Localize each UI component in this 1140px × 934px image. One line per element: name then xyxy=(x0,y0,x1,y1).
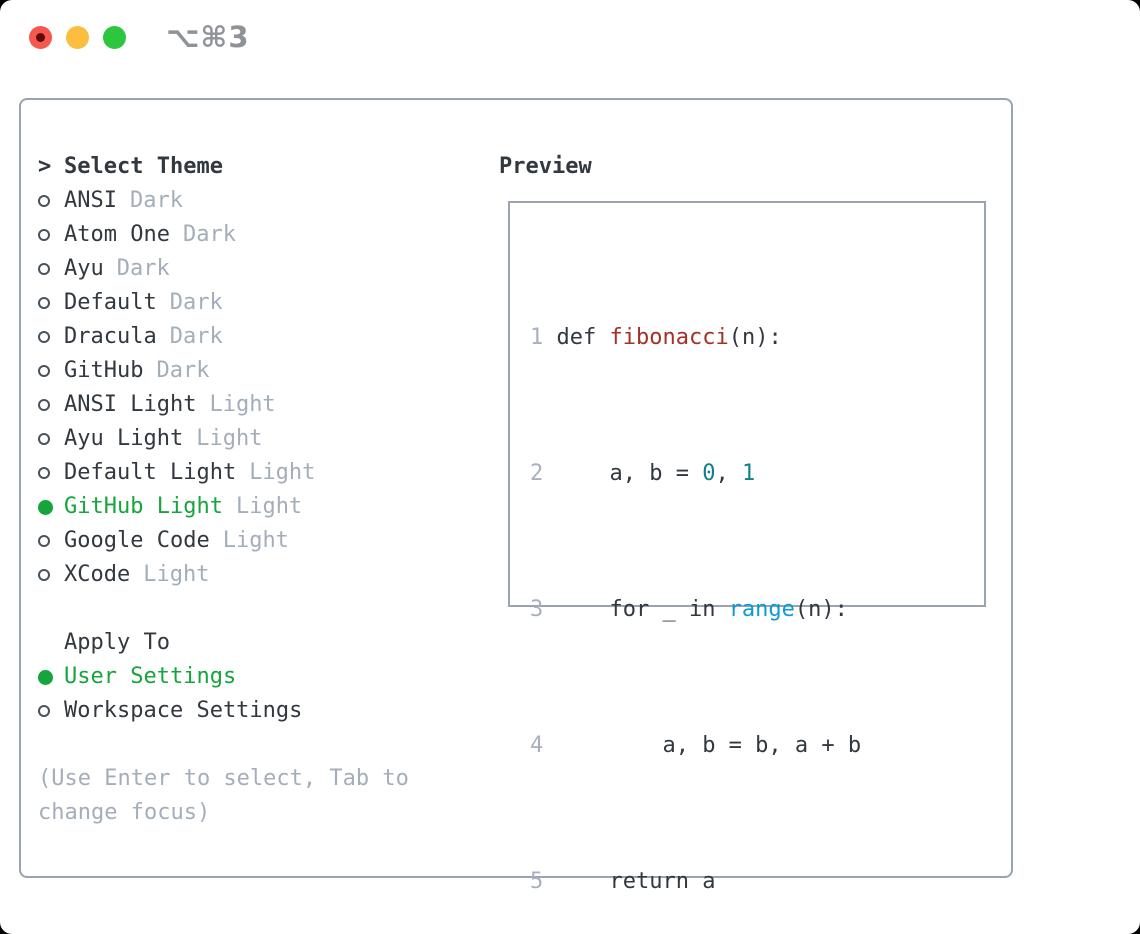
theme-picker: > Select Theme ANSI Dark Atom One Dark A… xyxy=(38,150,470,830)
option-label: GitHub Light xyxy=(64,494,223,519)
code-token: 0 xyxy=(702,461,716,486)
code-token: 1 xyxy=(741,461,756,486)
radio-icon xyxy=(38,399,50,411)
code-token: range xyxy=(728,597,795,622)
option-variant: Dark xyxy=(116,256,170,281)
close-button-icon[interactable] xyxy=(29,26,52,49)
preview-box: 1 def fibonacci(n): 2 a, b = 0, 1 3 for … xyxy=(508,201,986,894)
line-number: 2 xyxy=(530,461,544,486)
code-line: 5 return a xyxy=(530,865,927,899)
spacer xyxy=(38,592,470,626)
code-token: (n): xyxy=(794,597,848,622)
radio-icon xyxy=(38,229,50,241)
theme-option[interactable]: Default Light Light xyxy=(38,456,470,490)
theme-option[interactable]: XCode Light xyxy=(38,558,470,592)
code-token: return a xyxy=(543,869,716,894)
code-token: def xyxy=(543,325,610,350)
option-variant: Light xyxy=(209,392,276,417)
option-variant: Dark xyxy=(129,188,183,213)
radio-icon xyxy=(38,467,50,479)
radio-icon xyxy=(38,499,53,515)
code-token: a, b = xyxy=(543,461,703,486)
option-variant: Light xyxy=(143,562,210,587)
code-token: (n): xyxy=(728,325,782,350)
code-line: 3 for _ in range(n): xyxy=(530,593,927,627)
window-title: ⌥⌘3 xyxy=(166,20,250,54)
code-line: 1 def fibonacci(n): xyxy=(530,321,927,355)
theme-option[interactable]: Google Code Light xyxy=(38,524,470,558)
theme-option[interactable]: ANSI Light Light xyxy=(38,388,470,422)
option-label: Workspace Settings xyxy=(64,698,303,723)
option-label: Default Light xyxy=(64,460,237,485)
line-number: 3 xyxy=(530,597,544,622)
option-variant: Dark xyxy=(156,358,210,383)
apply-to-list: User Settings Workspace Settings xyxy=(38,660,470,728)
option-variant: Dark xyxy=(169,290,223,315)
radio-icon xyxy=(38,263,50,275)
theme-option[interactable]: Default Dark xyxy=(38,286,470,320)
hint-text: (Use Enter to select, Tab to change focu… xyxy=(38,766,409,825)
radio-icon xyxy=(38,195,50,207)
option-label: ANSI xyxy=(64,188,117,213)
option-variant: Light xyxy=(235,494,303,519)
titlebar: ⌥⌘3 xyxy=(0,0,1140,74)
option-label: Default xyxy=(64,290,157,315)
theme-option[interactable]: Dracula Dark xyxy=(38,320,470,354)
option-variant: Light xyxy=(249,460,316,485)
option-variant: Dark xyxy=(182,222,236,247)
option-label: Google Code xyxy=(64,528,210,553)
theme-option[interactable]: ANSI Dark xyxy=(38,184,470,218)
code-token: fibonacci xyxy=(609,325,729,350)
option-label: ANSI Light xyxy=(64,392,197,417)
option-variant: Dark xyxy=(169,324,223,349)
option-variant: Light xyxy=(222,528,289,553)
option-label: Ayu Light xyxy=(64,426,184,451)
radio-icon xyxy=(38,433,50,445)
spacer xyxy=(38,728,470,762)
theme-option[interactable]: Ayu Dark xyxy=(38,252,470,286)
line-number: 5 xyxy=(530,869,544,894)
theme-option[interactable]: Atom One Dark xyxy=(38,218,470,252)
option-label: User Settings xyxy=(64,664,237,689)
theme-option[interactable]: GitHub Dark xyxy=(38,354,470,388)
apply-option[interactable]: Workspace Settings xyxy=(38,694,470,728)
radio-icon xyxy=(38,569,50,581)
code-token: a, b = b, a + b xyxy=(543,733,862,758)
theme-list: ANSI Dark Atom One Dark Ayu Dark Default… xyxy=(38,184,470,592)
code-preview: 1 def fibonacci(n): 2 a, b = 0, 1 3 for … xyxy=(530,253,927,934)
zoom-button-icon[interactable] xyxy=(103,26,126,49)
code-line: 2 a, b = 0, 1 xyxy=(530,457,927,491)
preview-title: Preview xyxy=(499,154,592,179)
theme-option[interactable]: GitHub Light Light xyxy=(38,490,470,524)
line-number: 1 xyxy=(530,325,544,350)
apply-option[interactable]: User Settings xyxy=(38,660,470,694)
option-label: Dracula xyxy=(64,324,157,349)
select-theme-header: > Select Theme xyxy=(38,150,470,184)
theme-option[interactable]: Ayu Light Light xyxy=(38,422,470,456)
apply-to-title: Apply To xyxy=(64,630,170,655)
radio-icon xyxy=(38,705,50,717)
radio-icon xyxy=(38,297,50,309)
prompt-caret: > xyxy=(38,154,52,179)
radio-icon xyxy=(38,669,53,685)
code-line: 4 a, b = b, a + b xyxy=(530,729,927,763)
apply-to-header: Apply To xyxy=(38,626,470,660)
option-label: Ayu xyxy=(64,256,104,281)
option-label: GitHub xyxy=(64,358,144,383)
line-number: 4 xyxy=(530,733,544,758)
minimize-button-icon[interactable] xyxy=(66,26,89,49)
option-label: Atom One xyxy=(64,222,170,247)
radio-icon xyxy=(38,365,50,377)
select-theme-title: Select Theme xyxy=(64,154,223,179)
option-label: XCode xyxy=(64,562,131,587)
code-token: for _ in xyxy=(543,597,729,622)
radio-icon xyxy=(38,535,50,547)
radio-icon xyxy=(38,331,50,343)
code-token: , xyxy=(715,461,742,486)
option-variant: Light xyxy=(196,426,263,451)
